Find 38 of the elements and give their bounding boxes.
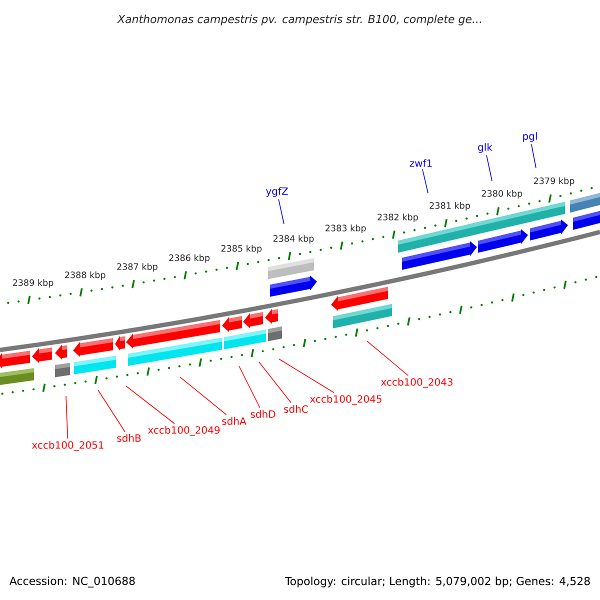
accession-label: Accession: NC_010688 bbox=[10, 576, 135, 588]
leader-line bbox=[278, 198, 284, 224]
gene-label: xccb100_2051 bbox=[32, 441, 104, 451]
leader-line bbox=[126, 386, 175, 424]
scale-label: 2386 kbp bbox=[169, 254, 210, 263]
title: Xanthomonas campestris pv. campestris str. B100, complete ge... bbox=[117, 14, 482, 26]
leader-line bbox=[422, 168, 428, 194]
leader-line bbox=[180, 376, 227, 416]
scale-label: 2387 kbp bbox=[117, 263, 158, 272]
gene-label: xccb100_2043 bbox=[380, 378, 452, 388]
gene-label: sdhA bbox=[222, 417, 246, 425]
scale-label: 2382 kbp bbox=[378, 214, 418, 222]
scale-label: 2388 kbp bbox=[65, 271, 106, 280]
leader-line bbox=[531, 144, 536, 168]
gene-label: xccb100_2045 bbox=[310, 395, 382, 405]
gene-label: ygfZ bbox=[266, 187, 288, 197]
scale-label: 2380 kbp bbox=[482, 190, 522, 198]
scale-label: 2385 kbp bbox=[221, 244, 262, 254]
gene-label: pgl bbox=[523, 132, 537, 142]
leader-line bbox=[98, 390, 126, 432]
gene-label: zwf1 bbox=[410, 159, 432, 167]
scale-label: 2384 kbp bbox=[273, 235, 314, 244]
leader-line bbox=[258, 362, 292, 404]
gene-label: sdhD bbox=[250, 410, 276, 418]
genome-summary: Topology: circular; Length: 5,079,002 bp; Genes: 4,528 bbox=[284, 576, 590, 588]
leader-line bbox=[66, 396, 68, 440]
gene-label: xccb100_2049 bbox=[148, 426, 220, 436]
scale-label: 2383 kbp bbox=[326, 224, 366, 234]
scale-label: 2381 kbp bbox=[430, 202, 470, 211]
gene-label: glk bbox=[478, 143, 492, 153]
gene-label: sdhC bbox=[284, 405, 308, 413]
leader-line bbox=[278, 358, 334, 394]
leader-line bbox=[366, 340, 409, 376]
scale-label: 2379 kbp bbox=[534, 177, 574, 186]
scale-label: 2389 kbp bbox=[12, 279, 54, 288]
gene-label: sdhB bbox=[117, 434, 141, 442]
leader-line bbox=[238, 366, 260, 408]
leader-line bbox=[486, 154, 492, 182]
